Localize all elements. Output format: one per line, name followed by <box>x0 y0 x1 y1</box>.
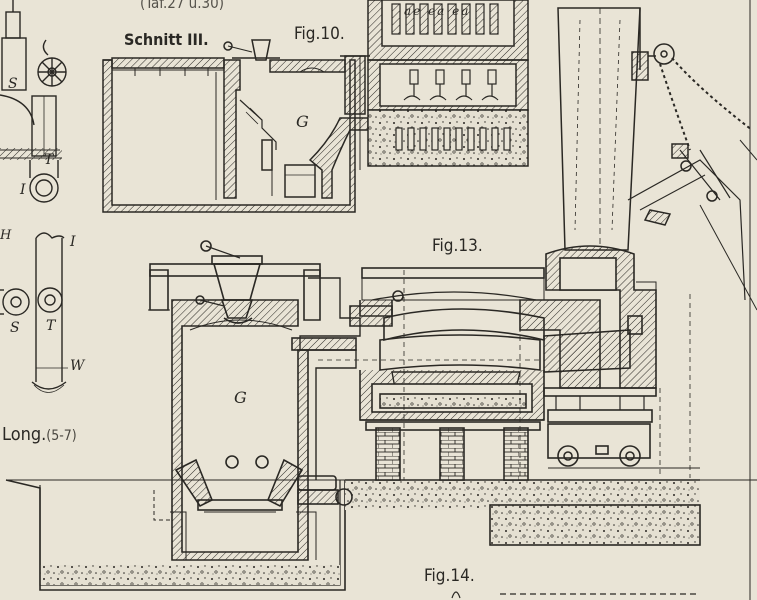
fig13-furnace-longitudinal <box>5 240 757 591</box>
fig13-chamber-letter: G <box>234 388 247 407</box>
fig14-label: Fig.14. <box>424 566 475 586</box>
fig10-label: Fig.10. <box>294 24 345 44</box>
section-label: Schnitt III. <box>124 30 209 49</box>
fig10-furnace-section <box>102 39 370 213</box>
long-title: Long. <box>2 424 47 445</box>
fig13-label: Fig.13. <box>432 236 483 256</box>
letter-i: I <box>20 182 26 198</box>
valve-mechanism-drawing <box>0 0 67 203</box>
pipe-detail-drawing <box>0 232 68 393</box>
fig14-partial <box>451 591 700 599</box>
reference-note: (Taf.27 u.30) <box>140 0 224 12</box>
fig10-chamber-letter: G <box>296 112 309 131</box>
grate-marks: ae ea ea <box>404 4 471 18</box>
pipe-letter-h: H <box>0 228 12 243</box>
chimney-and-hoist <box>557 0 757 600</box>
pipe-letter-t: T <box>46 318 56 334</box>
letter-s: S <box>8 76 18 92</box>
pipe-letter-w: W <box>70 358 85 374</box>
long-label: Long.(5-7) <box>2 424 77 445</box>
fig10-regenerator-block <box>359 0 529 170</box>
pipe-letter-i: I <box>70 234 76 250</box>
long-note: (5-7) <box>46 428 77 444</box>
letter-t: T <box>44 152 54 168</box>
pipe-letter-s: S <box>10 320 20 336</box>
